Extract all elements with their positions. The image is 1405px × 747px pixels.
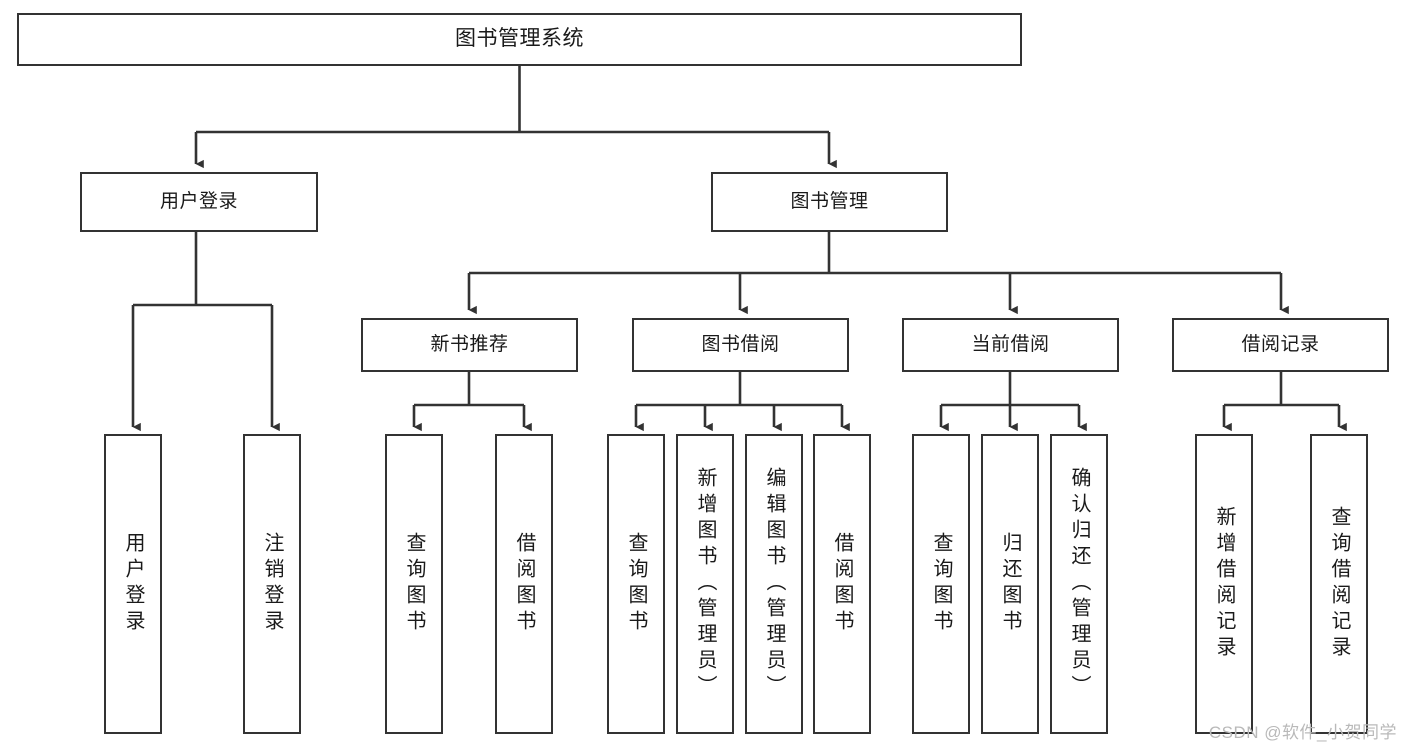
leaf-new-book-borrow[interactable]: 借阅图书 <box>495 434 553 734</box>
leaf-current-borrow-query[interactable]: 查询图书 <box>912 434 970 734</box>
leaf-current-borrow-confirm-label: 确认归还（管理员） <box>1068 467 1090 701</box>
leaf-current-borrow-return-label: 归还图书 <box>999 532 1021 636</box>
node-root[interactable]: 图书管理系统 <box>17 13 1022 66</box>
node-user-login-label: 用户登录 <box>159 190 238 212</box>
leaf-current-borrow-return[interactable]: 归还图书 <box>981 434 1039 734</box>
leaf-book-borrow-query-label: 查询图书 <box>625 532 647 636</box>
leaf-new-book-query[interactable]: 查询图书 <box>385 434 443 734</box>
node-borrow-record[interactable]: 借阅记录 <box>1172 318 1389 372</box>
node-book-manage-label: 图书管理 <box>790 190 869 212</box>
leaf-user-login[interactable]: 用户登录 <box>104 434 162 734</box>
node-current-borrow[interactable]: 当前借阅 <box>902 318 1119 372</box>
watermark-text: CSDN @软件_小贺同学 <box>1208 723 1397 742</box>
leaf-user-login-label: 用户登录 <box>122 532 144 636</box>
node-book-borrow-label: 图书借阅 <box>701 333 780 355</box>
leaf-book-borrow-add-label: 新增图书（管理员） <box>694 467 716 701</box>
leaf-current-borrow-confirm[interactable]: 确认归还（管理员） <box>1050 434 1108 734</box>
leaf-new-book-borrow-label: 借阅图书 <box>513 532 535 636</box>
leaf-book-borrow-borrow-label: 借阅图书 <box>831 532 853 636</box>
node-root-label: 图书管理系统 <box>455 27 584 51</box>
node-new-book-recommend-label: 新书推荐 <box>430 333 509 355</box>
leaf-current-borrow-query-label: 查询图书 <box>930 532 952 636</box>
leaf-book-borrow-edit[interactable]: 编辑图书（管理员） <box>745 434 803 734</box>
leaf-book-borrow-add[interactable]: 新增图书（管理员） <box>676 434 734 734</box>
node-current-borrow-label: 当前借阅 <box>971 333 1050 355</box>
node-new-book-recommend[interactable]: 新书推荐 <box>361 318 578 372</box>
node-book-borrow[interactable]: 图书借阅 <box>632 318 849 372</box>
leaf-book-borrow-edit-label: 编辑图书（管理员） <box>763 467 785 701</box>
leaf-book-borrow-query[interactable]: 查询图书 <box>607 434 665 734</box>
leaf-borrow-record-query-label: 查询借阅记录 <box>1328 506 1350 662</box>
leaf-borrow-record-add[interactable]: 新增借阅记录 <box>1195 434 1253 734</box>
leaf-new-book-query-label: 查询图书 <box>403 532 425 636</box>
leaf-borrow-record-query[interactable]: 查询借阅记录 <box>1310 434 1368 734</box>
leaf-user-logout-label: 注销登录 <box>261 532 283 636</box>
leaf-user-logout[interactable]: 注销登录 <box>243 434 301 734</box>
node-borrow-record-label: 借阅记录 <box>1241 333 1320 355</box>
node-book-manage[interactable]: 图书管理 <box>711 172 948 232</box>
leaf-borrow-record-add-label: 新增借阅记录 <box>1213 506 1235 662</box>
leaf-book-borrow-borrow[interactable]: 借阅图书 <box>813 434 871 734</box>
node-user-login[interactable]: 用户登录 <box>80 172 318 232</box>
